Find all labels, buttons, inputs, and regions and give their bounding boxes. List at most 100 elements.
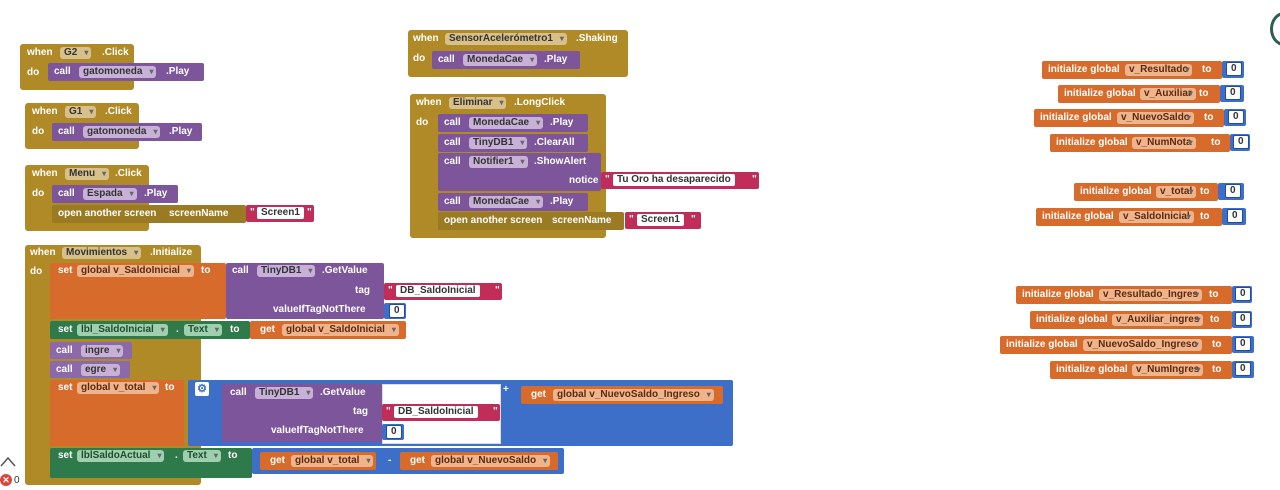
init-global-block[interactable]: initialize global v_Auxiliar_ingres to (1030, 311, 1232, 329)
property-dropdown[interactable]: Text (184, 324, 222, 336)
call-play-block[interactable]: call gatomoneda .Play (52, 123, 202, 141)
text-block-screen1[interactable]: " Screen1 " (246, 205, 314, 222)
sound-dropdown[interactable]: MonedaCae (469, 117, 544, 129)
text-block-tag1[interactable]: " DB_SaldoInicial " (384, 283, 502, 300)
set-lbl-saldo-actual-block[interactable]: set lblSaldoActual . Text to (50, 448, 252, 478)
global-name[interactable]: v_Auxiliar_ingres (1112, 314, 1204, 326)
text-block-notice[interactable]: " Tu Oro ha desaparecido " (601, 172, 759, 189)
global-name[interactable]: v_NuevoSaldo_Ingreso (1083, 339, 1202, 351)
var-dropdown[interactable]: global v_SaldoInicial (77, 265, 194, 277)
number-block[interactable]: 0 (1224, 109, 1246, 126)
default1-number[interactable]: 0 (389, 304, 405, 318)
var-dropdown[interactable]: global v_SaldoInicial (282, 324, 399, 336)
call-play-block[interactable]: call MonedaCae .Play (438, 114, 588, 132)
var-dropdown[interactable]: global v_NuevoSaldo (431, 455, 551, 467)
number-block[interactable]: 0 (1232, 286, 1252, 303)
call-egre-block[interactable]: call egre (50, 361, 130, 378)
number-block[interactable]: 0 (1230, 134, 1250, 151)
init-global-block[interactable]: initialize global v_NumNota to (1050, 134, 1230, 152)
notice-text[interactable]: Tu Oro ha desaparecido (613, 174, 735, 186)
screen1-text[interactable]: Screen1 (637, 214, 684, 226)
number-block[interactable]: 0 (1222, 61, 1244, 78)
number-block[interactable]: 0 (1232, 336, 1254, 353)
global-name[interactable]: v_Auxiliar (1140, 88, 1196, 100)
number-value[interactable]: 0 (1235, 312, 1251, 326)
movimientos-dropdown[interactable]: Movimientos (62, 247, 142, 259)
component-dropdown[interactable]: lblSaldoActual (77, 450, 165, 462)
tag2-text[interactable]: DB_SaldoInicial (394, 406, 478, 418)
set-total-block[interactable]: set global v_total to (50, 380, 184, 446)
number-value[interactable]: 0 (1235, 287, 1251, 301)
g2-dropdown[interactable]: G2 (60, 47, 92, 59)
number-block[interactable]: 0 (1232, 311, 1252, 328)
call-play-block[interactable]: call gatomoneda .Play (48, 63, 204, 81)
db-dropdown[interactable]: TinyDB1 (257, 265, 316, 277)
number-value[interactable]: 0 (1228, 110, 1244, 124)
number-value[interactable]: 0 (1226, 62, 1242, 76)
number-block-default2[interactable]: 0 (382, 424, 404, 440)
init-global-block[interactable]: initialize global v_Resultado to (1042, 61, 1222, 79)
global-name[interactable]: v_SaldoInicial (1119, 211, 1194, 223)
call-play-block[interactable]: call MonedaCae .Play (438, 193, 588, 211)
call-getvalue-block[interactable]: call TinyDB1 .GetValue tag valueIfTagNot… (222, 384, 382, 442)
g1-dropdown[interactable]: G1 (65, 106, 97, 118)
number-value[interactable]: 0 (1235, 337, 1251, 351)
gear-icon[interactable]: ⚙ (195, 382, 209, 396)
sound-dropdown[interactable]: MonedaCae (469, 196, 544, 208)
notifier-dropdown[interactable]: Notifier1 (469, 156, 528, 168)
call-clearall-block[interactable]: call TinyDB1 .ClearAll (438, 134, 588, 152)
call-ingre-block[interactable]: call ingre (50, 342, 132, 359)
sound-dropdown[interactable]: MonedaCae (463, 54, 538, 66)
set-saldo-inicial-block[interactable]: set global v_SaldoInicial to (50, 263, 226, 319)
init-global-block[interactable]: initialize global v_Resultado_Ingres to (1016, 286, 1232, 304)
eliminar-dropdown[interactable]: Eliminar (449, 97, 507, 109)
procedure-dropdown[interactable]: egre (81, 364, 121, 376)
call-getvalue-block[interactable]: call TinyDB1 .GetValue tag valueIfTagNot… (226, 263, 384, 319)
get-total-block[interactable]: get global v_total (260, 452, 376, 470)
number-block[interactable]: 0 (1232, 361, 1254, 378)
global-name[interactable]: v_Resultado_Ingres (1099, 289, 1203, 301)
number-block[interactable]: 0 (1220, 85, 1244, 102)
db-dropdown[interactable]: TinyDB1 (255, 387, 314, 399)
var-dropdown[interactable]: global v_total (291, 455, 374, 467)
call-play-block[interactable]: call MonedaCae .Play (432, 51, 580, 69)
call-showalert-block[interactable]: call Notifier1 .ShowAlert notice (438, 153, 601, 191)
sound-dropdown[interactable]: Espada (83, 188, 137, 200)
get-saldo-inicial-block[interactable]: get global v_SaldoInicial (250, 321, 406, 339)
number-block[interactable]: 0 (1222, 208, 1246, 225)
init-global-block[interactable]: initialize global v_Auxiliar to (1058, 85, 1220, 103)
global-name[interactable]: v_total (1156, 186, 1197, 198)
text-block-tag2[interactable]: " DB_SaldoInicial " (382, 404, 500, 421)
init-global-block[interactable]: initialize global v_total to (1074, 183, 1218, 201)
tag1-text[interactable]: DB_SaldoInicial (396, 285, 480, 297)
global-name[interactable]: v_NumIngres (1132, 364, 1204, 376)
open-another-screen-block[interactable]: open another screen screenName (438, 212, 624, 230)
number-value[interactable]: 0 (1225, 184, 1241, 198)
error-icon[interactable]: ✕ (0, 474, 12, 486)
procedure-dropdown[interactable]: ingre (81, 345, 124, 357)
init-global-block[interactable]: initialize global v_NuevoSaldo to (1034, 109, 1224, 127)
number-value[interactable]: 0 (1225, 86, 1241, 100)
component-dropdown[interactable]: lbl_SaldoInicial (77, 324, 168, 336)
sound-dropdown[interactable]: gatomoneda (83, 126, 161, 138)
accel-dropdown[interactable]: SensorAcelerómetro1 (445, 33, 567, 45)
var-dropdown[interactable]: global v_total (77, 382, 160, 394)
global-name[interactable]: v_Resultado (1125, 64, 1193, 76)
set-lbl-saldo-inicial-block[interactable]: set lbl_SaldoInicial . Text to (50, 321, 250, 339)
text-block-screen1[interactable]: " Screen1 " (625, 212, 701, 229)
global-name[interactable]: v_NuevoSaldo (1117, 112, 1194, 124)
var-dropdown[interactable]: global v_NuevoSaldo_Ingreso (553, 389, 714, 401)
default2-number[interactable]: 0 (386, 425, 402, 439)
trash-can-icon[interactable] (1266, 4, 1280, 50)
init-global-block[interactable]: initialize global v_SaldoInicial to (1036, 208, 1222, 226)
init-global-block[interactable]: initialize global v_NumIngres to (1050, 361, 1232, 379)
get-nuevo-saldo-block[interactable]: get global v_NuevoSaldo (400, 452, 558, 470)
open-another-screen-block[interactable]: open another screen screenName (52, 205, 246, 223)
menu-dropdown[interactable]: Menu (65, 168, 110, 180)
number-value[interactable]: 0 (1227, 209, 1243, 223)
db-dropdown[interactable]: TinyDB1 (469, 137, 528, 149)
collapse-arrow-icon[interactable] (0, 454, 16, 468)
get-nuevo-saldo-ingreso-block[interactable]: get global v_NuevoSaldo_Ingreso (521, 386, 723, 404)
number-value[interactable]: 0 (1233, 135, 1249, 149)
sound-dropdown[interactable]: gatomoneda (79, 66, 157, 78)
